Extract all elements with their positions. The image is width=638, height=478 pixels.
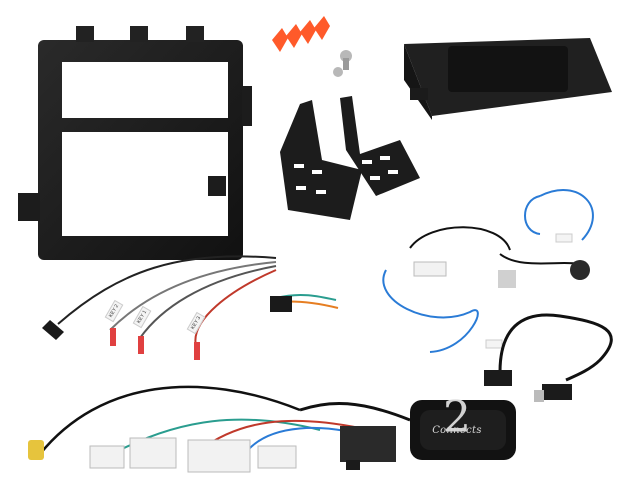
aerial-adapter-leads [382, 189, 594, 353]
usb-adapter-lead [484, 313, 613, 402]
orange-clips [272, 16, 330, 52]
steering-interface-box [410, 400, 516, 460]
logo-number: 2 [443, 392, 471, 443]
double-din-fascia-panel [18, 26, 252, 260]
steering-key-loom [42, 255, 339, 360]
logo-brand: Connects [432, 425, 482, 436]
mounting-brackets [280, 96, 420, 220]
screws [333, 50, 352, 77]
vehicle-harness [28, 385, 411, 473]
storage-pocket [404, 38, 612, 120]
